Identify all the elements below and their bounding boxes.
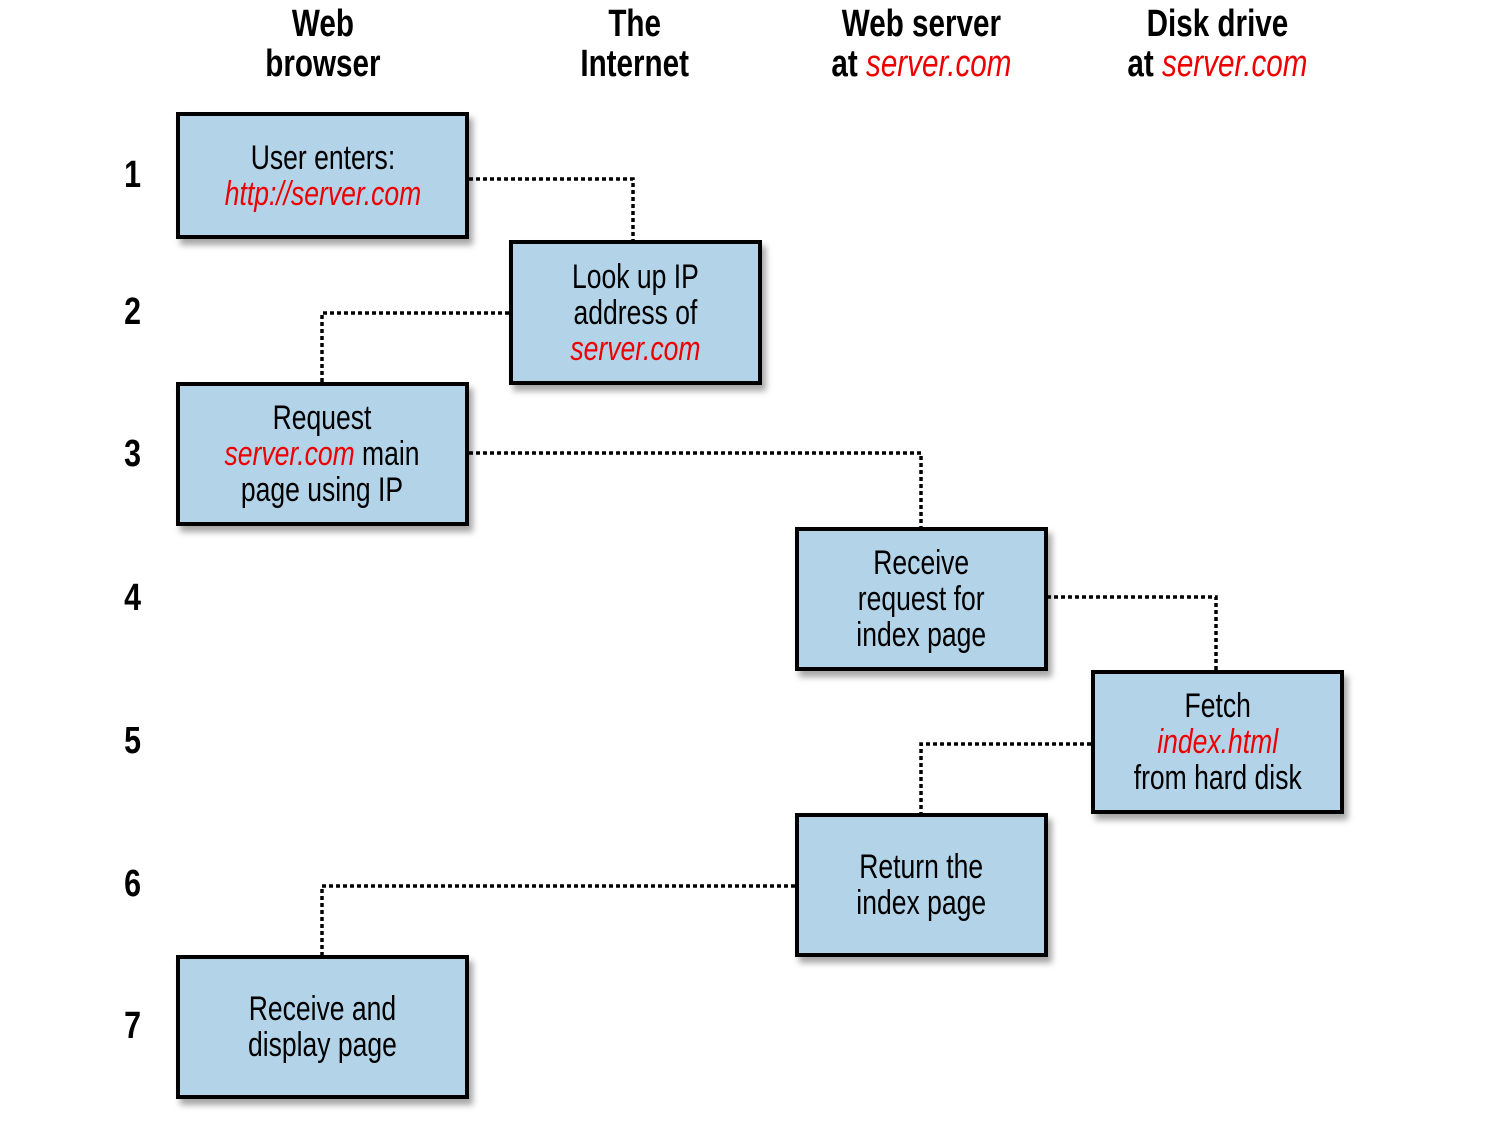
- row-number-text: 3: [124, 433, 142, 475]
- connector-1-2: [469, 177, 635, 240]
- column-header-line1: Web: [291, 3, 355, 45]
- connector-5-6: [919, 742, 1091, 813]
- highlighted-term: server.com: [570, 329, 701, 368]
- highlighted-term: index.html: [1157, 723, 1278, 761]
- step-text-part: Look up IP: [572, 257, 699, 296]
- row-number-text: 7: [124, 1005, 142, 1047]
- row-number: 2: [110, 292, 156, 332]
- row-number: 7: [110, 1006, 156, 1046]
- row-number-text: 4: [124, 577, 142, 619]
- step-text-part: Fetch: [1184, 687, 1251, 725]
- step-text-part: page using IP: [241, 471, 404, 509]
- step-text-part: Receive and: [248, 990, 397, 1028]
- step-line: index.html: [1133, 724, 1301, 760]
- step-text-part: display page: [248, 1026, 397, 1064]
- connector-6-7: [320, 884, 795, 955]
- row-number: 4: [110, 578, 156, 618]
- step-text-part: Request: [273, 399, 372, 437]
- step-line: Receive and: [248, 991, 397, 1027]
- step-line: page using IP: [225, 472, 420, 508]
- row-number-text: 5: [124, 720, 142, 762]
- step-text-part: address of: [573, 293, 698, 332]
- connector-4-5: [1047, 595, 1218, 670]
- step-line: request for: [857, 581, 987, 617]
- step-line: Fetch: [1133, 688, 1301, 724]
- step-line: server.com main: [225, 436, 420, 472]
- column-header-line2: at: [830, 43, 866, 85]
- step-line: address of: [570, 295, 700, 331]
- step-line: server.com: [570, 331, 700, 367]
- connector-3-4: [469, 451, 923, 527]
- step-box-1: User enters:http://server.com: [176, 112, 469, 239]
- step-line: Receive: [857, 545, 987, 581]
- column-header-line1: The: [608, 3, 662, 45]
- column-header-host: server.com: [865, 43, 1012, 85]
- connector-2-3: [320, 311, 509, 382]
- step-line: User enters:: [224, 140, 421, 176]
- column-header-line1: Web server: [841, 3, 1001, 45]
- row-number: 1: [110, 155, 156, 195]
- row-number: 3: [110, 434, 156, 474]
- row-number: 6: [110, 864, 156, 904]
- column-header-line2: Internet: [580, 43, 690, 85]
- column-header-line1: Disk drive: [1146, 3, 1288, 45]
- highlighted-term: http://server.com: [224, 174, 421, 213]
- step-line: display page: [248, 1027, 397, 1063]
- step-text-part: index page: [856, 884, 987, 922]
- step-text-part: index page: [856, 616, 987, 654]
- step-line: Look up IP: [570, 259, 700, 295]
- step-text-part: request for: [858, 580, 985, 618]
- row-number-text: 2: [124, 291, 142, 333]
- step-line: index page: [857, 617, 987, 653]
- highlighted-term: server.com: [224, 435, 356, 473]
- step-line: http://server.com: [224, 176, 421, 212]
- step-text-part: Return the: [859, 848, 984, 886]
- row-number: 5: [110, 721, 156, 761]
- step-text-part: User enters:: [250, 138, 395, 177]
- step-text: User enters:http://server.com: [224, 140, 421, 212]
- row-number-text: 1: [124, 154, 142, 196]
- step-line: from hard disk: [1133, 760, 1301, 796]
- step-line: index page: [857, 885, 987, 921]
- column-header-line2: at: [1126, 43, 1162, 85]
- column-header-host: server.com: [1161, 43, 1308, 85]
- row-number-text: 6: [124, 863, 142, 905]
- step-line: Return the: [857, 849, 987, 885]
- step-text-part: Receive: [873, 544, 970, 582]
- step-text-part: from hard disk: [1133, 759, 1302, 797]
- column-header-line2: browser: [265, 43, 381, 85]
- step-text-part: main: [355, 435, 421, 473]
- step-line: Request: [225, 400, 420, 436]
